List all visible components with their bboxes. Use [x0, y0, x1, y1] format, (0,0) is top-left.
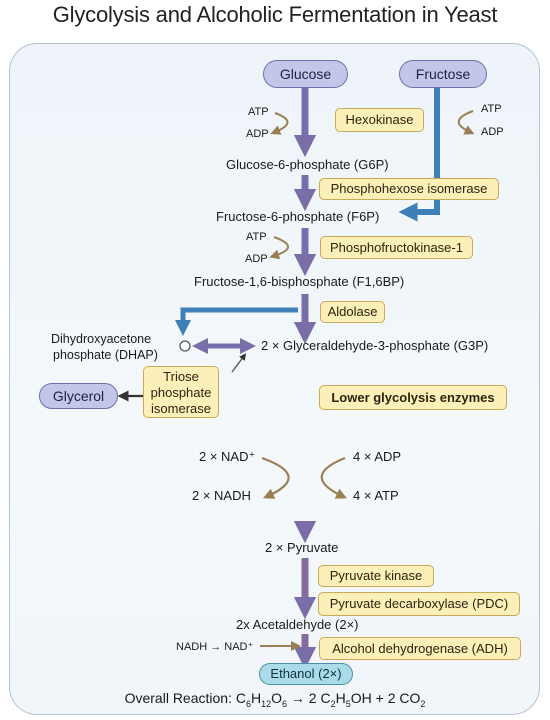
node-acetaldehyde: 2x Acetaldehyde (2×) [236, 617, 359, 632]
cofactor-adp-pfk: ADP [245, 253, 268, 265]
node-glucose: Glucose [263, 60, 348, 88]
node-g6p: Glucose-6-phosphate (G6P) [226, 157, 389, 172]
enzyme-tpi-line3: isomerase [151, 401, 211, 416]
overall-reaction: Overall Reaction: C6H12O6 → 2 C2H5OH + 2… [124, 690, 426, 709]
enzyme-phosphofructokinase: Phosphofructokinase-1 [320, 236, 473, 259]
cofactor-atp-fructose: ATP [481, 103, 502, 115]
arrow-tpi-pointer [231, 353, 247, 373]
node-fructose: Fructose [399, 60, 487, 88]
node-f16bp: Fructose-1,6-bisphosphate (F1,6BP) [194, 274, 405, 289]
cofactor-nadh-out: 2 × NADH [192, 488, 251, 503]
enzyme-triose-phosphate-isomerase: Triose phosphate isomerase [143, 366, 219, 418]
node-ethanol: Ethanol (2×) [259, 663, 353, 685]
curve-atp-adp-glucose [270, 112, 289, 135]
enzyme-pyruvate-decarboxylase: Pyruvate decarboxylase (PDC) [318, 592, 520, 616]
cofactor-atp-out: 4 × ATP [353, 488, 399, 503]
node-f6p: Fructose-6-phosphate (F6P) [216, 209, 380, 224]
cofactor-adp-fructose: ADP [481, 126, 504, 138]
arrow-fructose-to-f6p [398, 88, 440, 222]
cofactor-adp-glucose: ADP [246, 128, 269, 140]
cofactor-nad-in: 2 × NAD⁺ [199, 449, 256, 464]
enzyme-aldolase: Aldolase [320, 301, 385, 323]
curve-atp-adp-pfk [269, 236, 289, 260]
curve-adp-atp [320, 456, 347, 499]
diagram-title: Glycolysis and Alcoholic Fermentation in… [52, 2, 498, 27]
enzyme-tpi-line2: phosphate [150, 385, 212, 400]
enzyme-lower-glycolysis: Lower glycolysis enzymes [319, 385, 507, 410]
cofactor-atp-pfk: ATP [246, 231, 267, 243]
curve-nad-nadh [261, 456, 290, 499]
dhap-node-circle [179, 340, 191, 352]
enzyme-tpi-line1: Triose [163, 369, 199, 384]
node-glycerol: Glycerol [39, 383, 118, 409]
cofactor-atp-glucose: ATP [248, 106, 269, 118]
node-dhap-line1: Dihydroxyacetone [51, 332, 152, 346]
cofactor-adp-in: 4 × ADP [353, 449, 402, 464]
enzyme-phosphohexose-isomerase: Phosphohexose isomerase [319, 178, 499, 200]
node-g3p: 2 × Glyceraldehyde-3-phosphate (G3P) [261, 338, 489, 353]
cofactor-nadh-nad: NADH → NAD⁺ [176, 641, 254, 653]
enzyme-hexokinase: Hexokinase [335, 108, 424, 132]
enzyme-pyruvate-kinase: Pyruvate kinase [318, 565, 434, 587]
enzyme-alcohol-dehydrogenase: Alcohol dehydrogenase (ADH) [319, 637, 521, 660]
arrow-f16bp-to-dhap [174, 307, 298, 337]
node-pyruvate: 2 × Pyruvate [265, 540, 339, 555]
curve-atp-adp-fructose [457, 110, 475, 135]
node-dhap-line2: phosphate (DHAP) [53, 348, 158, 362]
